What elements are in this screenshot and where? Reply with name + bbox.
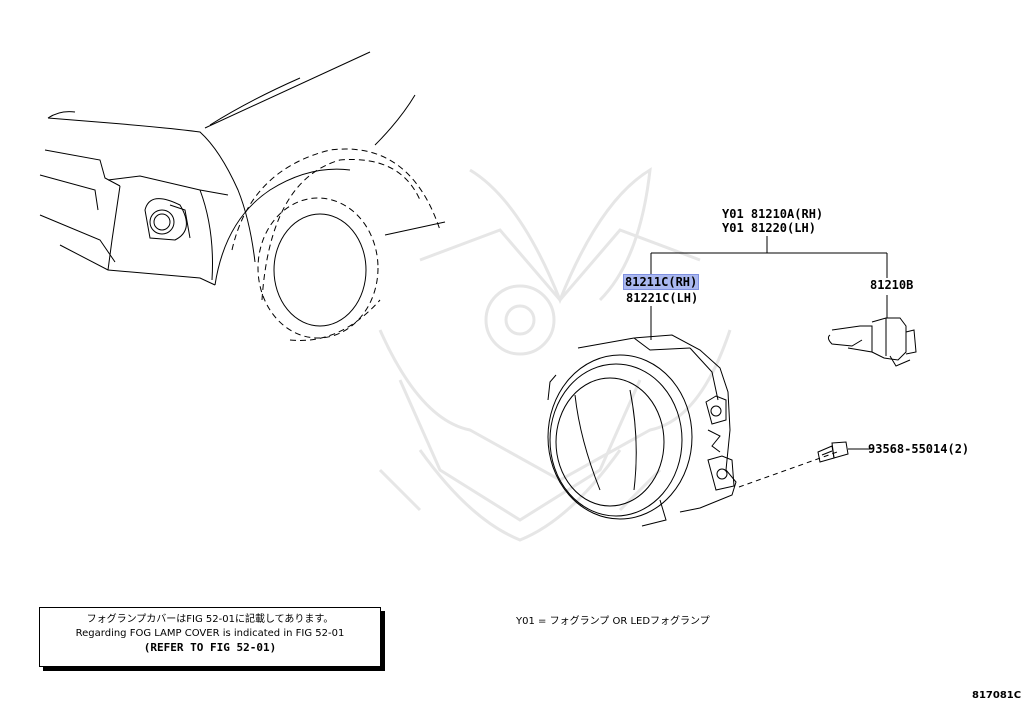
figure-number: 817081C: [972, 690, 1022, 701]
bulb-icon: [827, 317, 917, 367]
callout-bulb[interactable]: 81210B: [870, 278, 914, 292]
watermark-logo: [378, 167, 732, 542]
vehicle-front-illustration: [39, 51, 446, 341]
screw-icon: [817, 441, 849, 463]
callout-screw[interactable]: 93568-55014(2): [868, 442, 970, 456]
callout-unit-lh[interactable]: 81221C(LH): [626, 291, 699, 305]
callout-unit-rh-text: 81211C(RH): [622, 274, 700, 290]
callout-assembly-lh[interactable]: Y01 81220(LH): [722, 221, 816, 235]
note-line-english: Regarding FOG LAMP COVER is indicated in…: [75, 628, 345, 639]
leader-lines: [650, 236, 888, 488]
legend-code-y01: Y01 = フォグランプ OR LEDフォグランプ: [516, 616, 710, 627]
callout-assembly-rh[interactable]: Y01 81210A(RH): [722, 207, 824, 221]
fog-lamp-unit: [547, 334, 737, 527]
callout-unit-rh[interactable]: 81211C(RH): [622, 274, 700, 290]
cover-reference-note: フォグランプカバーはFIG 52-01に記載してあります。 Regarding …: [39, 607, 381, 667]
note-refer-link[interactable]: (REFER TO FIG 52-01): [143, 641, 277, 654]
note-line-japanese: フォグランプカバーはFIG 52-01に記載してあります。: [86, 614, 334, 625]
